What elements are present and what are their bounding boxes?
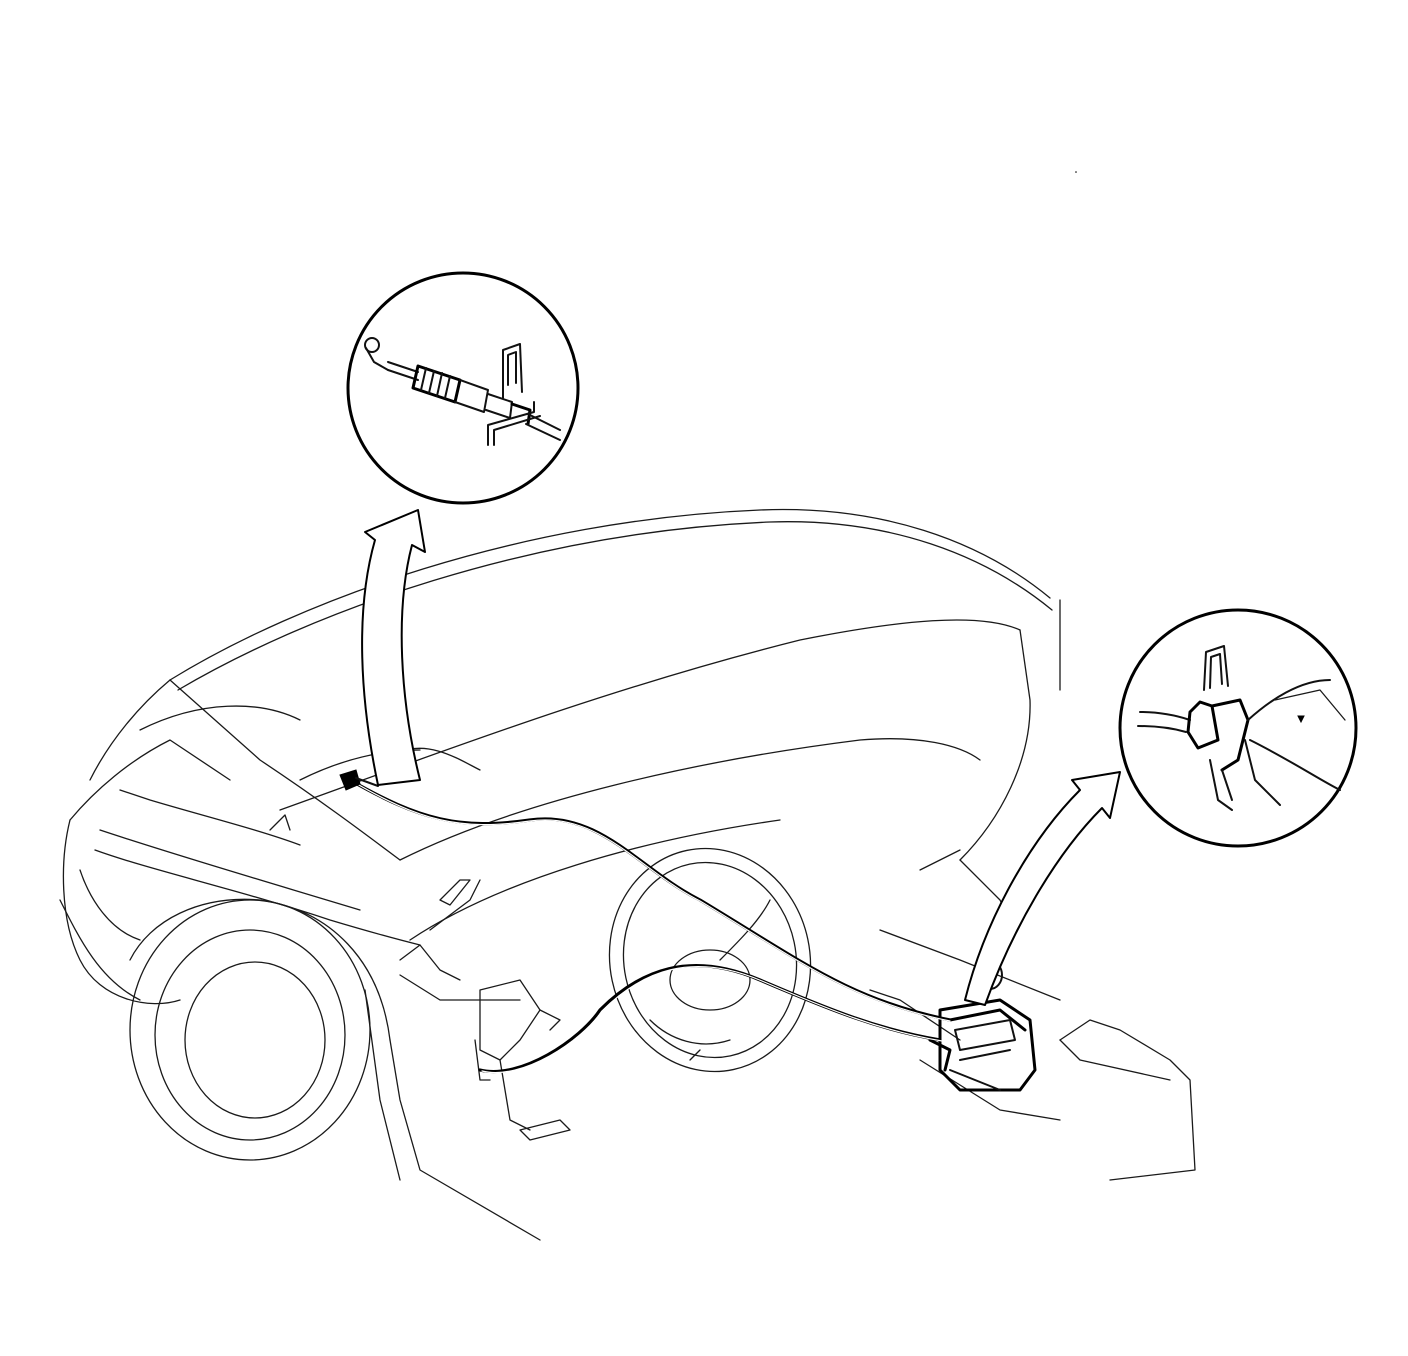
key-interlock-cable — [478, 964, 943, 1074]
steering-wheel — [608, 847, 812, 1073]
shift-lock-cable — [339, 769, 952, 1022]
car-body — [59, 508, 1196, 1241]
callout-cable-end — [346, 271, 580, 505]
callout-shift-lock-clip — [1118, 608, 1358, 848]
arrow-to-shift-lock-callout — [964, 771, 1121, 1006]
shift-lever-assembly — [928, 960, 1037, 1092]
arrow-to-cable-end-callout — [361, 509, 426, 786]
brake-pedal — [474, 979, 571, 1141]
speck — [1075, 171, 1077, 173]
